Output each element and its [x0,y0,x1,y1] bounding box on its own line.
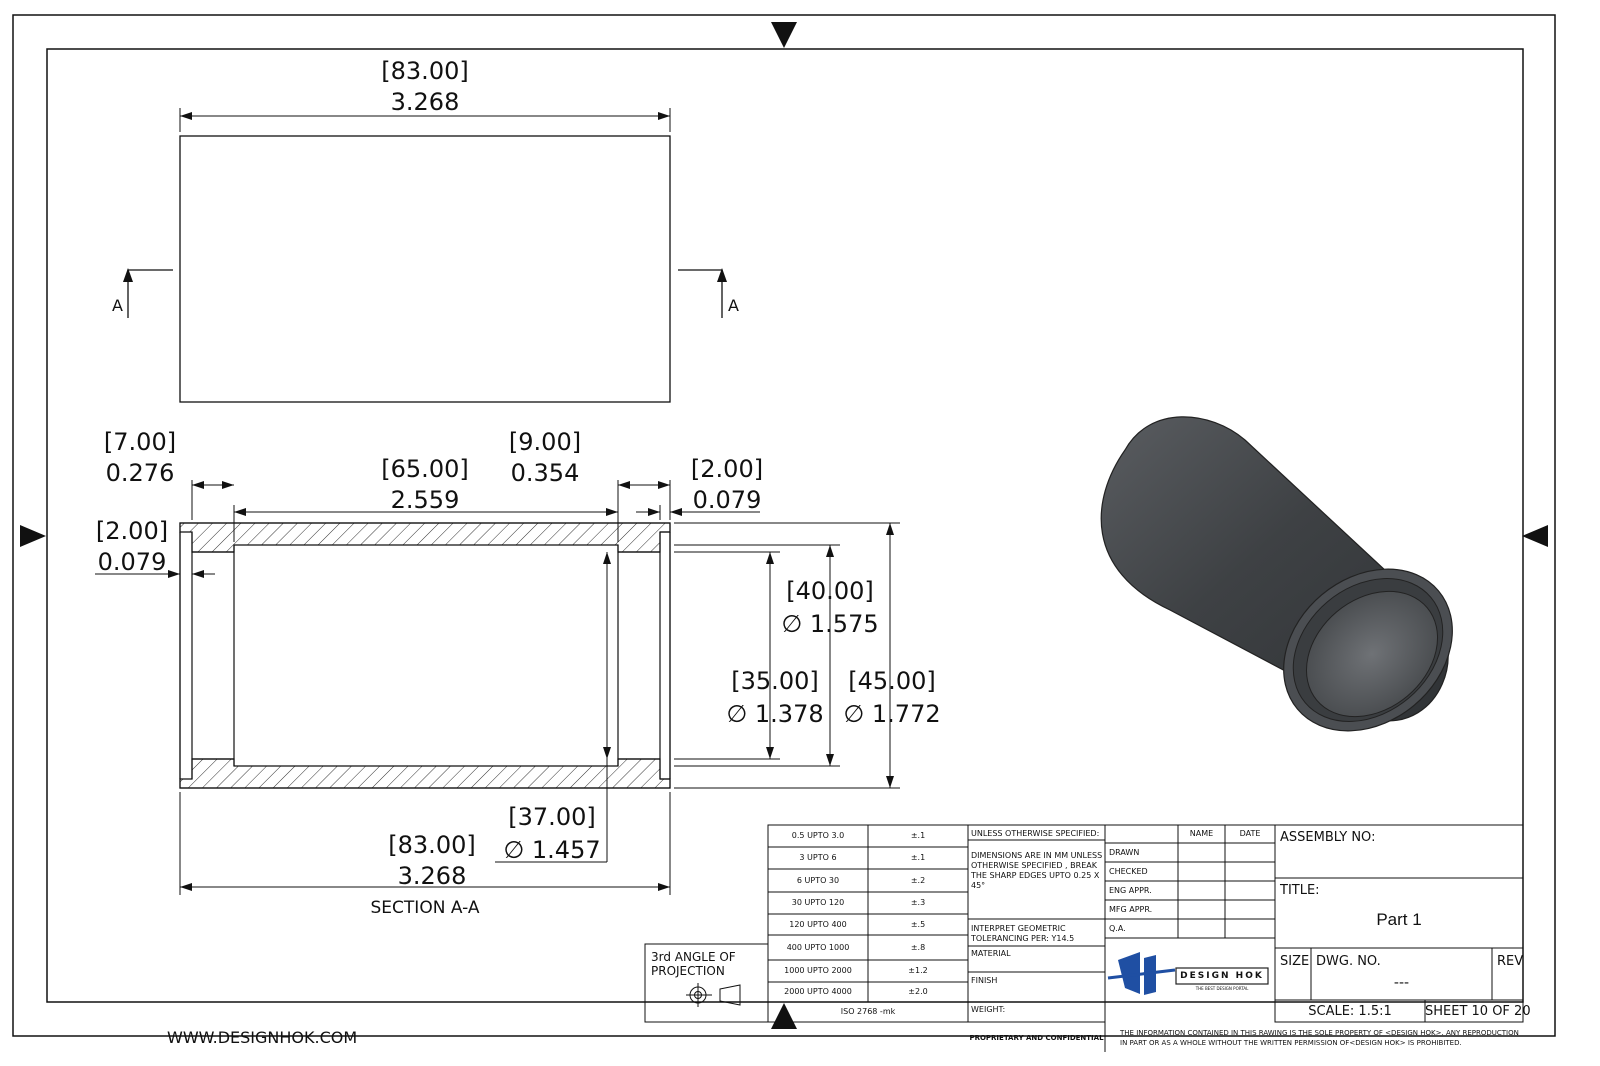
tol-value: ±.5 [910,920,926,929]
dim-2-right-in: 0.079 [692,486,762,514]
tol-value: ±1.2 [908,966,928,975]
title-value: Part 1 [1376,910,1422,929]
dwg-label: DWG. NO. [1316,954,1381,969]
dim-40-mm: [40.00] [786,577,874,605]
tol-range: 3 UPTO 6 [799,853,837,862]
logo-name: DESIGN HOK [1180,971,1264,981]
projection-label: 3rd ANGLE OF PROJECTION [651,950,736,978]
tol-value: ±.2 [910,876,926,885]
tol-value: ±.1 [910,831,926,840]
tol-value: ±.1 [910,853,926,862]
dim-83-section-mm: [83.00] [388,831,476,859]
approval-row: DRAWN [1109,848,1140,857]
approvals-date-header: DATE [1239,829,1261,838]
website-link[interactable]: WWW.DESIGNHOK.COM [167,1028,358,1047]
notes-interpret: INTERPRET GEOMETRIC TOLERANCING PER: Y14… [971,924,1075,943]
tol-range: 30 UPTO 120 [791,898,845,907]
isometric-part [1100,416,1453,732]
dim-45-mm: [45.00] [848,667,936,695]
dim-83-section-in: 3.268 [397,862,467,890]
sheet-label: SHEET 10 OF 20 [1425,1004,1531,1019]
approval-row: Q.A. [1109,924,1126,933]
confidential-notice: THE INFORMATION CONTAINED IN THIS RAWING… [1120,1028,1519,1048]
projection-box [644,943,769,1023]
logo-mark [1107,952,1269,995]
dim-45-in: ∅ 1.772 [843,700,941,728]
dim-40-in: ∅ 1.575 [781,610,879,638]
center-arrow-left [20,525,46,547]
tol-value: ±.8 [910,943,926,952]
tol-range: 400 UPTO 1000 [786,943,850,952]
approval-row: CHECKED [1109,867,1148,876]
approvals-name-header: NAME [1189,829,1214,838]
section-title: SECTION A-A [370,898,480,918]
center-arrow-top [771,22,797,48]
dim-65-mm: [65.00] [381,455,469,483]
dim-2-left-in: 0.079 [97,548,167,576]
notes-material: MATERIAL [971,949,1011,958]
projection-label-line2: PROJECTION [651,964,725,978]
notes-weight: WEIGHT: [971,1005,1006,1014]
tol-range: 120 UPTO 400 [789,920,847,929]
section-view [179,522,671,789]
tolerance-table-grid [767,824,969,1023]
tol-value: ±2.0 [908,987,928,996]
rev-label: REV [1497,954,1524,969]
center-arrow-right [1522,525,1548,547]
notes-finish: FINISH [971,976,998,985]
top-length-in: 3.268 [390,88,460,116]
top-view [123,108,727,403]
tol-range: 6 UPTO 30 [796,876,840,885]
dim-2-left-mm: [2.00] [95,517,169,545]
outer-border [12,14,1556,1037]
dim-7-mm: [7.00] [103,428,177,456]
dim-35-mm: [35.00] [731,667,819,695]
notice-line-2: IN PART OR AS A WHOLE WITHOUT THE WRITTE… [1120,1039,1462,1047]
dim-37-mm: [37.00] [508,803,596,831]
projection-label-line1: 3rd ANGLE OF [651,950,736,964]
section-marker-left: A [112,296,123,315]
dim-2-right-mm: [2.00] [690,455,764,483]
tol-value: ±.3 [910,898,926,907]
tol-range: 1000 UPTO 2000 [784,966,852,975]
title-block-grid [967,824,1524,1052]
scale-label: SCALE: 1.5:1 [1308,1004,1392,1019]
dim-65-in: 2.559 [390,486,460,514]
dim-9-in: 0.354 [510,459,580,487]
notice-line-1: THE INFORMATION CONTAINED IN THIS RAWING… [1120,1029,1519,1037]
dim-7-in: 0.276 [105,459,175,487]
approval-row: MFG APPR. [1109,905,1153,914]
tol-range: 2000 UPTO 4000 [784,987,852,996]
logo-tagline: THE BEST DESIGN PORTAL [1195,986,1249,991]
assembly-label: ASSEMBLY NO: [1280,830,1376,845]
notes-dimensions: DIMENSIONS ARE IN MM UNLESS OTHERWISE SP… [971,851,1103,890]
section-marker-right: A [728,296,739,315]
size-label: SIZE [1280,954,1310,969]
section-dim-arrows [168,481,894,891]
tol-standard: ISO 2768 -mk [840,1007,896,1016]
notes-unless: UNLESS OTHERWISE SPECIFIED: [971,829,1100,838]
top-length-mm: [83.00] [381,57,469,85]
proprietary-label: PROPRIETARY AND CONFIDENTIAL [969,1034,1104,1042]
title-label: TITLE: [1280,883,1320,898]
tol-range: 0.5 UPTO 3.0 [791,831,845,840]
dwg-value: --- [1393,975,1410,991]
dim-9-mm: [9.00] [508,428,582,456]
dim-37-in: ∅ 1.457 [503,836,601,864]
dim-35-in: ∅ 1.378 [726,700,824,728]
approval-row: ENG APPR. [1109,886,1152,895]
